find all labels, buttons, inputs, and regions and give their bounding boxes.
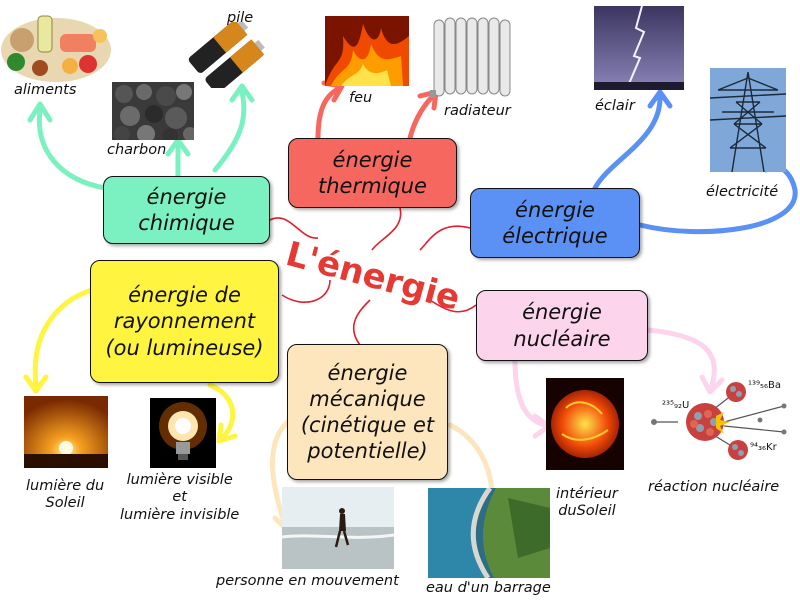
hub-connectors <box>269 207 477 346</box>
label-radiateur: radiateur <box>444 103 511 119</box>
power-pylon-icon <box>710 68 786 172</box>
label-charbon: charbon <box>107 142 167 158</box>
box-energie-thermique: énergie thermique <box>288 138 457 208</box>
arrow-head-reaction <box>699 374 725 395</box>
chimique-arrows <box>27 83 255 191</box>
coal-photo-icon <box>112 82 194 140</box>
thermique-arrows <box>315 80 439 141</box>
connector-rayonnement <box>281 279 331 304</box>
label-electricite: électricité <box>706 184 779 200</box>
arrow-to-eclair <box>592 95 663 191</box>
box-energie-chimique: énergie chimique <box>103 176 270 244</box>
connector-nucleaire <box>429 299 477 313</box>
label-aliments: aliments <box>14 82 77 98</box>
fission-icon: ²³⁵₉₂U ¹³⁹₅₆Ba ⁹⁴₃₆Kr <box>650 376 800 472</box>
connector-thermique <box>371 207 402 251</box>
box-energie-rayonnement: énergie de rayonnement (ou lumineuse) <box>90 260 279 383</box>
label-krypton: ⁹⁴₃₆Kr <box>750 442 777 453</box>
arrow-to-radiateur <box>407 93 436 141</box>
arrow-head-aliments <box>27 101 53 123</box>
arrow-head-soleil <box>23 374 49 394</box>
lightning-icon <box>594 6 684 90</box>
label-eclair: éclair <box>595 98 635 114</box>
arrow-to-interieur <box>512 357 548 428</box>
label-personne: personne en mouvement <box>216 573 399 589</box>
beach-runner-icon <box>282 487 394 569</box>
rayonnement-arrows <box>23 287 238 444</box>
uranium-nucleus <box>686 403 724 441</box>
fire-icon <box>325 16 409 86</box>
box-energie-mecanique: énergie mécanique (cinétique et potentie… <box>287 344 448 480</box>
arrow-head-eclair <box>647 89 673 109</box>
battery-icon <box>188 22 268 88</box>
arrow-to-soleil <box>32 287 95 388</box>
box-energie-nucleaire: énergie nucléaire <box>476 290 648 361</box>
label-reaction: réaction nucléaire <box>648 479 780 495</box>
label-uranium: ²³⁵₉₂U <box>662 400 690 411</box>
dam-icon <box>428 488 550 578</box>
connector-chimique <box>269 217 319 239</box>
connector-electrique <box>419 225 471 251</box>
arrow-head-charbon <box>165 137 191 157</box>
food-photo-icon <box>0 10 112 82</box>
label-feu: feu <box>349 90 373 106</box>
arrow-to-ampoule <box>207 382 236 441</box>
arrow-head-ampoule <box>216 422 238 444</box>
box-energie-electrique: énergie électrique <box>470 188 640 258</box>
label-barrage: eau d'un barrage <box>426 580 551 596</box>
arrow-head-pile <box>229 83 255 103</box>
connector-mecanique <box>353 299 371 346</box>
sun-surface-icon <box>546 378 624 470</box>
label-lumiere-visible: lumière visible et lumière invisible <box>120 472 240 523</box>
sunset-icon <box>24 396 108 468</box>
radiator-icon <box>430 12 512 102</box>
label-pile: pile <box>227 10 254 26</box>
label-lumiere-soleil: lumière du Soleil <box>26 478 105 512</box>
arrow-to-reaction <box>645 327 717 388</box>
arrow-to-personne <box>270 417 293 528</box>
label-barium: ¹³⁹₅₆Ba <box>748 380 782 391</box>
arrow-to-pile <box>212 89 247 173</box>
light-bulb-icon <box>150 398 216 468</box>
arrow-to-aliments <box>36 107 108 191</box>
label-interieur-soleil: intérieur duSoleil <box>556 486 618 520</box>
arrow-to-feu <box>315 85 343 141</box>
